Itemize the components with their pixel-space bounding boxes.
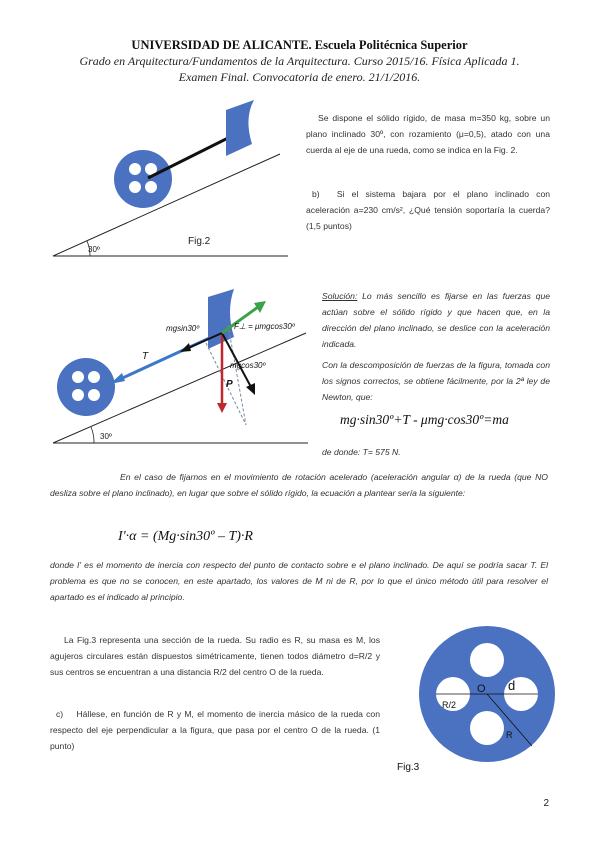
page-number: 2 — [543, 798, 549, 809]
forces-rigid-body — [208, 289, 234, 349]
fig3-hole-top — [470, 643, 504, 677]
friction-arrow — [221, 305, 259, 335]
question-c-label: c) — [56, 709, 64, 719]
fig3-r2-label: R/2 — [442, 700, 456, 710]
fig2-angle: 30º — [88, 245, 100, 254]
friction-label: F⊥ = μmgcos30º — [234, 322, 296, 331]
rotation-note: donde I' es el momento de inercia con re… — [50, 560, 548, 602]
fig2-label: Fig.2 — [188, 236, 211, 247]
figure-2: 30º Fig.2 — [52, 100, 288, 257]
mgcos-label: mgcos30º — [230, 361, 266, 370]
mgsin-label: mgsin30º — [166, 324, 200, 333]
weight-label: P — [226, 379, 233, 390]
header-university: UNIVERSIDAD DE ALICANTE. Escuela Politéc… — [131, 38, 468, 52]
solution-result: de donde: T= 575 N. — [322, 447, 401, 457]
mgcos-arrow — [221, 332, 252, 388]
figure-3: O d R/2 R Fig.3 — [397, 626, 555, 773]
header-course: Grado en Arquitectura/Fundamentos de la … — [79, 54, 520, 68]
question-c: c) Hállese, en función de R y M, el mome… — [50, 706, 380, 754]
tension-label: T — [142, 351, 149, 362]
solution-text1: Solución: Lo más sencillo es fijarse en … — [322, 288, 550, 352]
problem-b-text: Si el sistema bajara por el plano inclin… — [306, 189, 551, 231]
fig2-wheel — [114, 150, 172, 208]
question-c-text: Hállese, en función de R y M, el momento… — [50, 709, 380, 751]
solution-body1: Lo más sencillo es fijarse en las fuerza… — [322, 291, 550, 349]
solution-text2: Con la descomposición de fuerzas de la f… — [322, 360, 550, 402]
figure-forces: 30º T P mgsin30º mgcos30º F⊥ = μmgcos30º — [52, 289, 308, 444]
rotation-formula: I'·α = (Mg·sin30º – T)·R — [118, 529, 253, 544]
forces-wheel — [57, 358, 115, 416]
solution-label: Solución: — [322, 291, 358, 301]
fig3-r-label: R — [506, 730, 513, 740]
fig3-hole-bottom — [470, 711, 504, 745]
mgsin-arrow — [185, 332, 223, 350]
rotation-text: En el caso de fijarnos en el movimiento … — [50, 472, 548, 498]
problem-b: b) Si el sistema bajara por el plano inc… — [306, 186, 550, 234]
fig3-d-label: d — [508, 678, 515, 693]
fig2-rope — [147, 134, 233, 180]
fig3-label: Fig.3 — [397, 762, 420, 773]
fig3-center-label: O — [477, 683, 486, 695]
fig3-description: La Fig.3 representa una sección de la ru… — [50, 635, 380, 677]
problem-b-label: b) — [312, 189, 320, 199]
solution-formula-newton: mg·sin30º+T - μmg·cos30º=ma — [340, 412, 509, 427]
forces-angle: 30º — [100, 432, 112, 441]
problem-intro: Se dispone el sólido rígido, de masa m=3… — [306, 113, 550, 155]
header-exam: Examen Final. Convocatoria de enero. 21/… — [178, 70, 421, 84]
fig2-rigid-body — [226, 100, 254, 156]
